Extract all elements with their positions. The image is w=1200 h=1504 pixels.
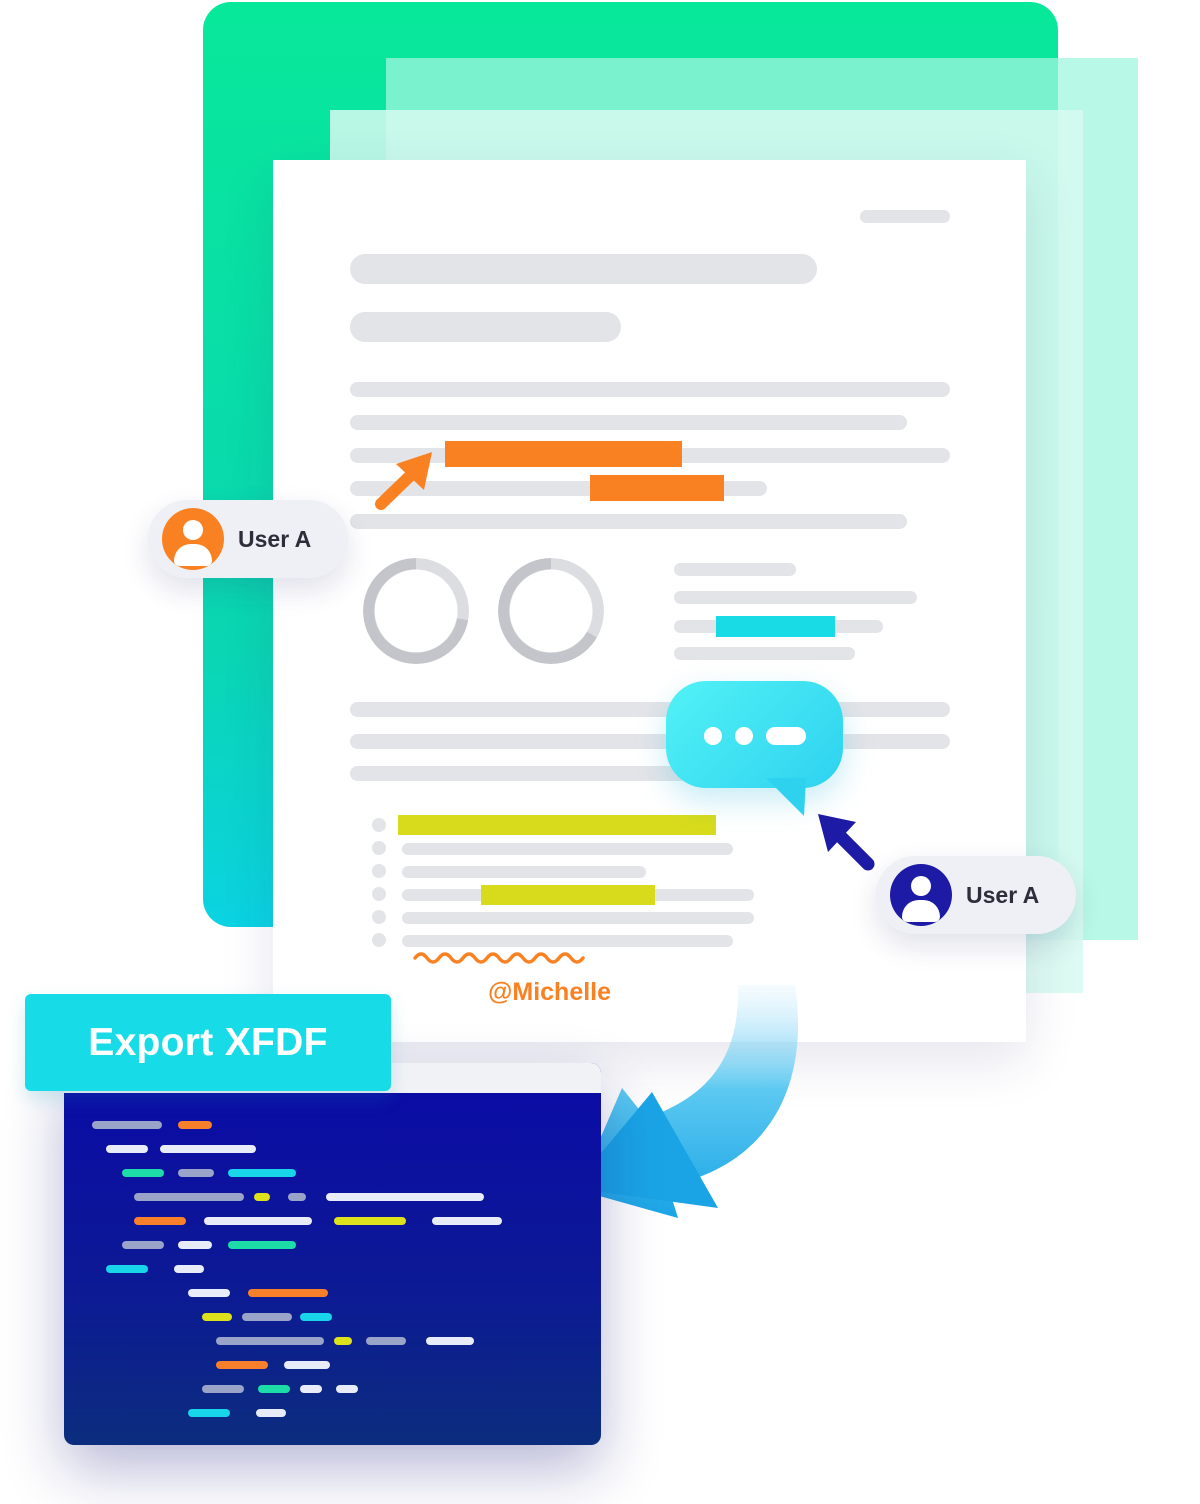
code-token: [216, 1361, 268, 1369]
mention-tag[interactable]: @Michelle: [488, 978, 612, 1006]
code-token: [188, 1409, 230, 1417]
code-token: [178, 1169, 214, 1177]
code-token: [258, 1385, 290, 1393]
code-token: [300, 1385, 322, 1393]
text-line: [350, 766, 710, 781]
highlight-annotation[interactable]: [716, 616, 835, 637]
donut-chart-icon: [363, 558, 469, 664]
list-item-line: [402, 912, 754, 924]
text-line: [674, 591, 917, 604]
code-token: [284, 1361, 330, 1369]
highlight-annotation[interactable]: [398, 815, 716, 835]
list-bullet: [372, 933, 386, 947]
user-avatar-icon: [162, 508, 224, 570]
user-name: User A: [966, 881, 1040, 908]
code-token: [134, 1193, 244, 1201]
code-token: [178, 1121, 212, 1129]
code-token: [228, 1241, 296, 1249]
text-line: [350, 514, 907, 529]
user-avatar-icon: [890, 864, 952, 926]
code-token: [174, 1265, 204, 1273]
code-token: [122, 1169, 164, 1177]
code-token: [188, 1289, 230, 1297]
highlight-annotation[interactable]: [590, 475, 724, 501]
user-annotation-badge[interactable]: User A: [876, 856, 1076, 934]
code-token: [336, 1385, 358, 1393]
user-annotation-badge[interactable]: User A: [148, 500, 348, 578]
export-xfdf-button[interactable]: Export XFDF: [25, 994, 391, 1091]
code-token: [202, 1313, 232, 1321]
chat-bubble-tail: [766, 778, 806, 816]
chat-dot: [704, 727, 722, 745]
code-token: [248, 1289, 328, 1297]
chat-bubble-icon[interactable]: [666, 681, 843, 788]
subtitle-line: [350, 312, 621, 342]
code-token: [256, 1409, 286, 1417]
list-item-line: [402, 866, 646, 878]
list-bullet: [372, 841, 386, 855]
code-token: [432, 1217, 502, 1225]
highlight-annotation[interactable]: [481, 885, 655, 905]
xfdf-code-window: [64, 1063, 601, 1445]
code-token: [254, 1193, 270, 1201]
text-line: [674, 647, 855, 660]
code-token: [204, 1217, 312, 1225]
code-token: [334, 1217, 406, 1225]
list-item-line: [402, 935, 733, 947]
code-token: [366, 1337, 406, 1345]
page-number-line: [860, 210, 950, 223]
code-token: [288, 1193, 306, 1201]
text-line: [674, 563, 796, 576]
list-item-line: [402, 843, 733, 855]
list-bullet: [372, 864, 386, 878]
code-token: [426, 1337, 474, 1345]
code-token: [92, 1121, 162, 1129]
list-bullet: [372, 818, 386, 832]
export-label: Export XFDF: [88, 1020, 328, 1064]
highlight-annotation[interactable]: [445, 441, 682, 467]
chat-dot: [735, 727, 753, 745]
text-line: [350, 415, 907, 430]
code-token: [242, 1313, 292, 1321]
chat-dash: [766, 727, 806, 745]
text-line: [350, 382, 950, 397]
code-token: [106, 1145, 148, 1153]
text-line: [350, 702, 950, 717]
code-token: [106, 1265, 148, 1273]
squiggle-underline-icon[interactable]: [412, 948, 590, 968]
list-bullet: [372, 910, 386, 924]
code-token: [326, 1193, 484, 1201]
title-line: [350, 254, 817, 284]
user-name: User A: [238, 525, 312, 552]
text-line: [350, 734, 950, 749]
code-token: [178, 1241, 212, 1249]
list-bullet: [372, 887, 386, 901]
code-token: [228, 1169, 296, 1177]
code-token: [122, 1241, 164, 1249]
code-token: [202, 1385, 244, 1393]
code-token: [134, 1217, 186, 1225]
donut-chart-icon: [498, 558, 604, 664]
code-token: [160, 1145, 256, 1153]
code-token: [334, 1337, 352, 1345]
code-token: [300, 1313, 332, 1321]
code-token: [216, 1337, 324, 1345]
